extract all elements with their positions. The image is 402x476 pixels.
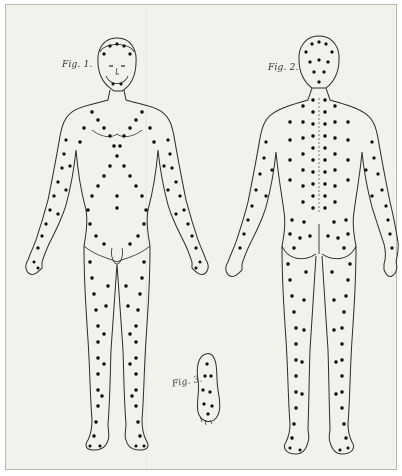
acupuncture-points — [33, 40, 394, 451]
front-figure — [26, 38, 208, 450]
